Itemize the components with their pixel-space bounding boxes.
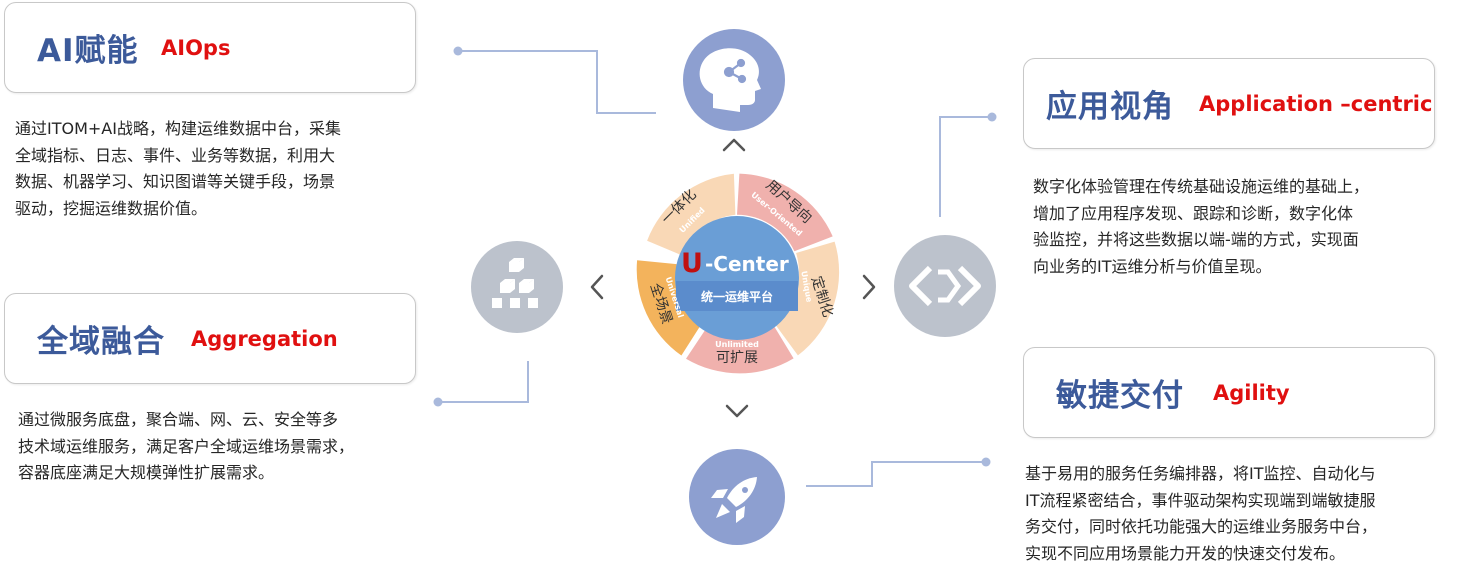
chevron-right-icon	[862, 274, 876, 300]
application-line: 验监控，并将这些数据以端-端的方式，实现面	[1033, 230, 1359, 249]
segment-label-unlimited: 可扩展	[716, 350, 758, 366]
agility-section-header: 敏捷交付 Agility	[1023, 347, 1435, 438]
agility-line: 务交付，同时依托功能强大的运维业务服务中台，	[1025, 517, 1378, 536]
ai-subtitle: AIOps	[161, 35, 231, 60]
aggregation-line: 通过微服务底盘，聚合端、网、云、安全等多	[18, 410, 339, 429]
application-subtitle: Application –centric	[1199, 91, 1433, 116]
application-description: 数字化体验管理在传统基础设施运维的基础上， 增加了应用程序发现、跟踪和诊断，数字…	[1033, 174, 1369, 280]
aggregation-section-header: 全域融合 Aggregation	[4, 293, 416, 384]
aggregation-title: 全域融合	[37, 324, 165, 360]
application-line: 向业务的IT运维分析与价值呈现。	[1033, 256, 1272, 276]
agility-line: IT流程紧密结合，事件驱动架构实现端到端敏捷服	[1025, 490, 1376, 510]
chevron-down-icon	[725, 404, 749, 418]
aggregation-line: 技术域运维服务，满足客户全域运维场景需求，	[18, 436, 355, 456]
chevron-left-icon	[590, 274, 604, 300]
platform-banner	[676, 281, 798, 311]
agility-subtitle: Agility	[1213, 380, 1290, 405]
logo-u: U	[681, 248, 703, 279]
ai-line: 驱动，挖掘运维数据价值。	[15, 198, 208, 218]
application-line: 增加了应用程序发现、跟踪和诊断，数字化体	[1033, 203, 1354, 223]
agility-line: 实现不同应用场景能力开发的快速交付发布。	[1025, 543, 1346, 563]
platform-label: 统一运维平台	[701, 289, 773, 304]
ai-line: 通过ITOM+AI战略，构建运维数据中台，采集	[15, 119, 341, 138]
ai-line: 全域指标、日志、事件、业务等数据，利用大	[15, 145, 336, 165]
brain-icon	[683, 29, 785, 131]
agility-title: 敏捷交付	[1056, 378, 1184, 414]
cubes-icon	[471, 241, 563, 333]
aggregation-description: 通过微服务底盘，聚合端、网、云、安全等多 技术域运维服务，满足客户全域运维场景需…	[18, 407, 354, 487]
link-icon	[894, 235, 996, 337]
ai-description: 通过ITOM+AI战略，构建运维数据中台，采集 全域指标、日志、事件、业务等数据…	[15, 116, 341, 222]
ai-section-header: AI赋能 AIOps	[4, 2, 416, 93]
aggregation-line: 容器底座满足大规模弹性扩展需求。	[18, 463, 275, 482]
ai-title: AI赋能	[37, 33, 139, 69]
logo-center: -Center	[705, 252, 789, 276]
aggregation-subtitle: Aggregation	[191, 326, 338, 351]
segment-en-unlimited: Unlimited	[715, 340, 759, 349]
ai-line: 数据、机器学习、知识图谱等关键手段，场景	[15, 172, 336, 191]
application-section-header: 应用视角 Application –centric	[1023, 58, 1435, 149]
chevron-up-icon	[722, 138, 746, 152]
agility-line: 基于易用的服务任务编排器，将IT监控、自动化与	[1025, 464, 1376, 483]
agility-description: 基于易用的服务任务编排器，将IT监控、自动化与 IT流程紧密结合，事件驱动架构实…	[1025, 461, 1377, 567]
application-title: 应用视角	[1046, 89, 1174, 125]
rocket-icon	[689, 449, 785, 545]
center-ring	[636, 173, 840, 374]
application-line: 数字化体验管理在传统基础设施运维的基础上，	[1033, 177, 1370, 196]
